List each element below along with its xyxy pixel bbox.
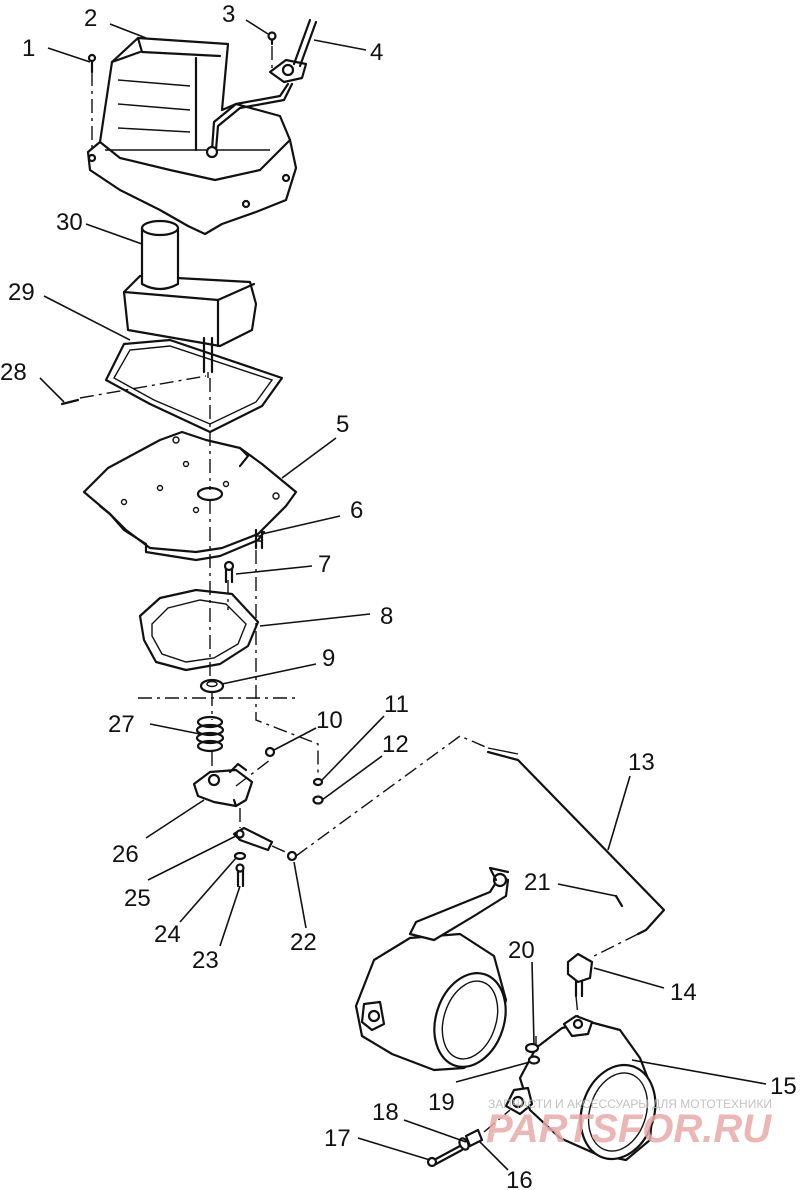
part-8-gasket [138,588,260,672]
callout-9: 9 [322,645,335,672]
part-25-lever [232,826,274,852]
part-26-cam [192,762,254,808]
watermark-logo: PARTSFOR.RU [486,1107,772,1151]
callout-1: 1 [22,35,35,62]
part-11-washer [312,777,324,787]
callout-25: 25 [124,885,151,912]
part-28-pin [60,375,207,406]
part-27-spring [195,715,225,753]
callout-29: 29 [8,279,35,306]
throttle-body-left [354,866,510,1072]
part-7-screw [223,560,235,584]
part-2-cover [86,36,298,236]
callout-22: 22 [290,929,317,956]
part-1-screw [87,53,97,74]
callout-18: 18 [372,1099,399,1126]
callout-17: 17 [324,1125,351,1152]
callout-26: 26 [112,841,139,868]
part-23-screw [235,863,245,888]
part-14-fitting [566,952,594,998]
callout-7: 7 [318,551,331,578]
callout-12: 12 [382,731,409,758]
part-4-fitting [268,18,318,84]
callout-23: 23 [192,947,219,974]
callout-20: 20 [508,937,535,964]
part-19-washer [527,1055,541,1065]
part-22-ball [286,850,298,862]
part-10-nut [264,746,276,758]
callout-5: 5 [336,411,349,438]
callout-13: 13 [628,749,655,776]
watermark: ЗАПЧАСТИ И АКСЕССУАРЫ ДЛЯ МОТОТЕХНИКИ PA… [486,1097,772,1151]
part-6-stud [254,528,264,550]
throttle-body-right [504,1014,657,1162]
callout-21: 21 [524,869,551,896]
assembly-lines [91,46,639,1133]
part-21-clip [614,894,624,908]
part-9-washer [199,678,225,694]
callout-28: 28 [0,359,27,386]
callout-19: 19 [428,1089,455,1116]
part-30-actuator [122,219,258,378]
part-12-nut [312,795,324,805]
watermark-tagline: ЗАПЧАСТИ И АКСЕССУАРЫ ДЛЯ МОТОТЕХНИКИ [488,1097,772,1111]
part-16-spacer [464,1128,484,1148]
part-20-washer [524,1042,540,1054]
part-24-washer [233,851,247,861]
callout-27: 27 [108,711,135,738]
leader-lines [39,19,767,1171]
callout-30: 30 [56,209,83,236]
callout-10: 10 [316,707,343,734]
part-29-gasket [104,338,284,434]
callout-3: 3 [222,1,235,28]
callout-6: 6 [350,497,363,524]
part-17-screw [426,1144,464,1168]
part-3-screw [267,31,277,46]
callout-2: 2 [84,5,97,32]
part-13-rod [486,747,666,936]
part-5-base-plate [82,430,298,562]
callout-24: 24 [154,921,181,948]
callout-11: 11 [384,691,409,718]
callout-14: 14 [670,979,697,1006]
callout-16: 16 [506,1167,533,1190]
callout-15: 15 [770,1073,797,1100]
callout-4: 4 [370,39,383,66]
callout-8: 8 [380,603,393,630]
